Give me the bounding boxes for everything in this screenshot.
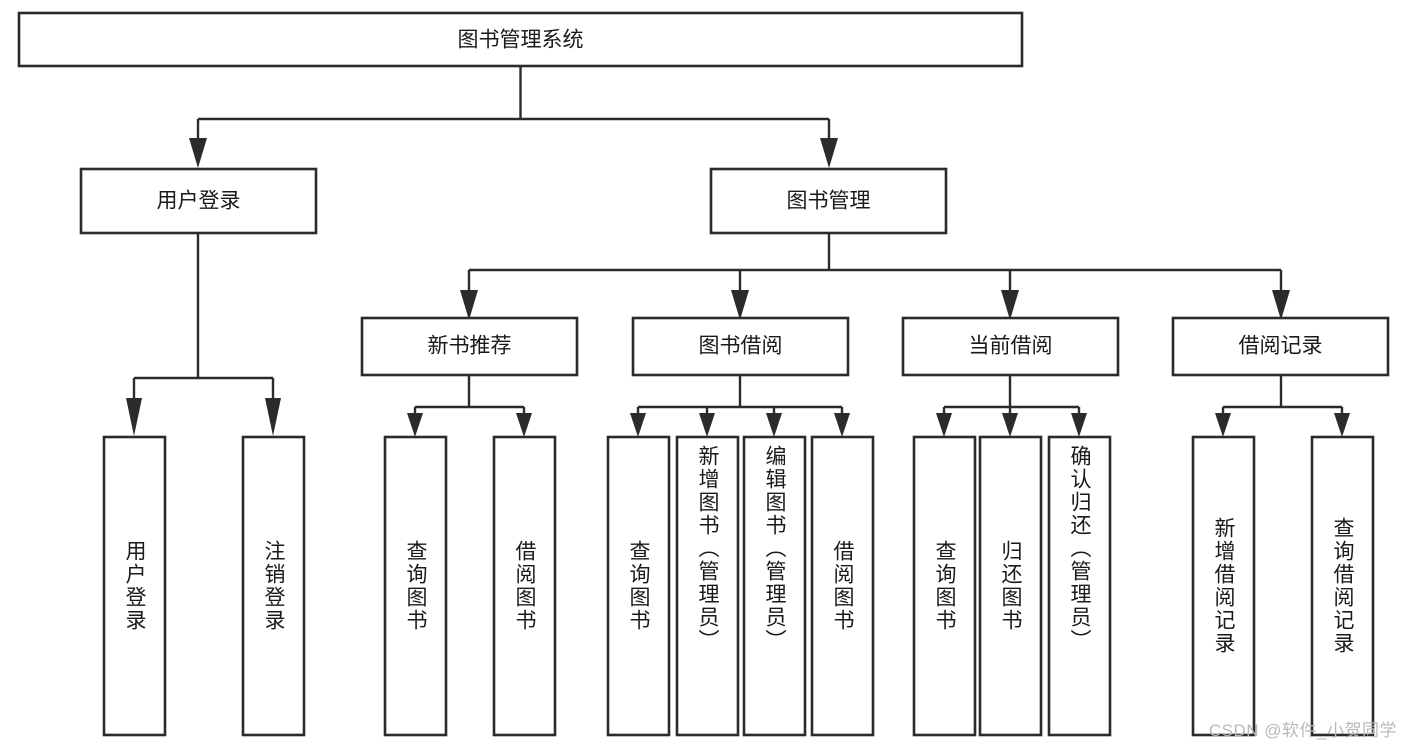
- node-book-manage[interactable]: 图书管理: [709, 167, 948, 235]
- leaf-newbook-query-rect[interactable]: [383, 435, 448, 737]
- leaf-user-login-rect[interactable]: [102, 435, 167, 737]
- node-current-borrow-rect[interactable]: [901, 316, 1120, 377]
- arrowhead-borrow-record: [1272, 290, 1290, 320]
- leaf-record-add-rect[interactable]: [1191, 435, 1256, 737]
- node-root-rect[interactable]: [17, 11, 1024, 68]
- node-book-borrow-rect[interactable]: [631, 316, 850, 377]
- node-root[interactable]: 图书管理系统: [17, 11, 1024, 68]
- arrowhead-user-login: [189, 138, 207, 168]
- arrowhead-bookborrow-leaf-1: [630, 413, 646, 437]
- arrowhead-book-manage: [820, 138, 838, 168]
- node-root-label: 图书管理系统: [458, 29, 584, 52]
- leaf-bookborrow-edit-rect[interactable]: [742, 435, 807, 737]
- arrowhead-leaf-logout: [265, 398, 281, 436]
- node-new-book-recommend[interactable]: 新书推荐: [360, 316, 579, 377]
- leaf-currentborrow-return-rect[interactable]: [978, 435, 1043, 737]
- leaf-currentborrow-confirm-rect[interactable]: [1047, 435, 1112, 737]
- node-new-book-recommend-rect[interactable]: [360, 316, 579, 377]
- arrowhead-newbook-leaf-1: [407, 413, 423, 437]
- watermark: CSDN @软件_小贺同学: [1208, 721, 1397, 740]
- node-current-borrow[interactable]: 当前借阅: [901, 316, 1120, 377]
- leaf-bookborrow-add-rect[interactable]: [675, 435, 740, 737]
- leaf-logout-rect[interactable]: [241, 435, 306, 737]
- node-new-book-recommend-label: 新书推荐: [428, 335, 512, 358]
- connectors: [126, 66, 1350, 437]
- leaf-bookborrow-borrow-rect[interactable]: [810, 435, 875, 737]
- arrowhead-currentborrow-leaf-1: [936, 413, 952, 437]
- arrowhead-borrowrecord-leaf-2: [1334, 413, 1350, 437]
- leaf-currentborrow-query-rect[interactable]: [912, 435, 977, 737]
- arrowhead-bookborrow-leaf-2: [699, 413, 715, 437]
- node-user-login-rect[interactable]: [79, 167, 318, 235]
- arrowhead-borrowrecord-leaf-1: [1215, 413, 1231, 437]
- node-borrow-record-rect[interactable]: [1171, 316, 1390, 377]
- arrowhead-current-borrow: [1001, 290, 1019, 320]
- arrowhead-new-book: [460, 290, 478, 320]
- node-borrow-record[interactable]: 借阅记录: [1171, 316, 1390, 377]
- node-borrow-record-label: 借阅记录: [1239, 335, 1323, 358]
- arrowhead-leaf-user-login: [126, 398, 142, 436]
- leaf-newbook-borrow-rect[interactable]: [492, 435, 557, 737]
- node-book-borrow[interactable]: 图书借阅: [631, 316, 850, 377]
- node-user-login[interactable]: 用户登录: [79, 167, 318, 235]
- arrowhead-bookborrow-leaf-4: [834, 413, 850, 437]
- arrowhead-book-borrow: [731, 290, 749, 320]
- node-book-manage-rect[interactable]: [709, 167, 948, 235]
- arrowhead-currentborrow-leaf-2: [1002, 413, 1018, 437]
- arrowhead-currentborrow-leaf-3: [1071, 413, 1087, 437]
- leaf-record-query-rect[interactable]: [1310, 435, 1375, 737]
- arrowhead-bookborrow-leaf-3: [766, 413, 782, 437]
- node-book-borrow-label: 图书借阅: [699, 335, 783, 358]
- leaf-bookborrow-query-rect[interactable]: [606, 435, 671, 737]
- node-book-manage-label: 图书管理: [787, 190, 871, 213]
- arrowhead-newbook-leaf-2: [516, 413, 532, 437]
- node-current-borrow-label: 当前借阅: [969, 335, 1053, 358]
- node-user-login-label: 用户登录: [157, 190, 241, 213]
